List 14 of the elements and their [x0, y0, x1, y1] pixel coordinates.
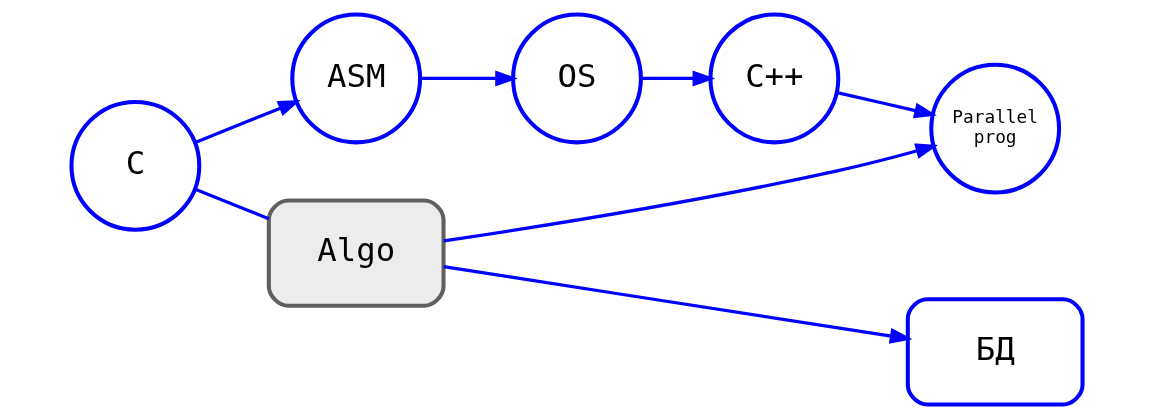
node-circle: C — [69, 99, 202, 232]
node-circle: ASM — [290, 12, 423, 145]
node-circle: C++ — [708, 12, 841, 145]
node-box: БД — [905, 297, 1085, 407]
node-circle: OS — [511, 12, 643, 145]
node-circle: Parallel prog — [929, 62, 1062, 195]
arrow — [836, 91, 937, 119]
arrow — [420, 70, 518, 87]
arrow — [641, 70, 716, 87]
node-box: Algo — [266, 198, 446, 308]
connector — [194, 187, 270, 221]
arrow — [443, 265, 913, 344]
arrow — [194, 100, 301, 144]
arrow — [443, 143, 939, 243]
